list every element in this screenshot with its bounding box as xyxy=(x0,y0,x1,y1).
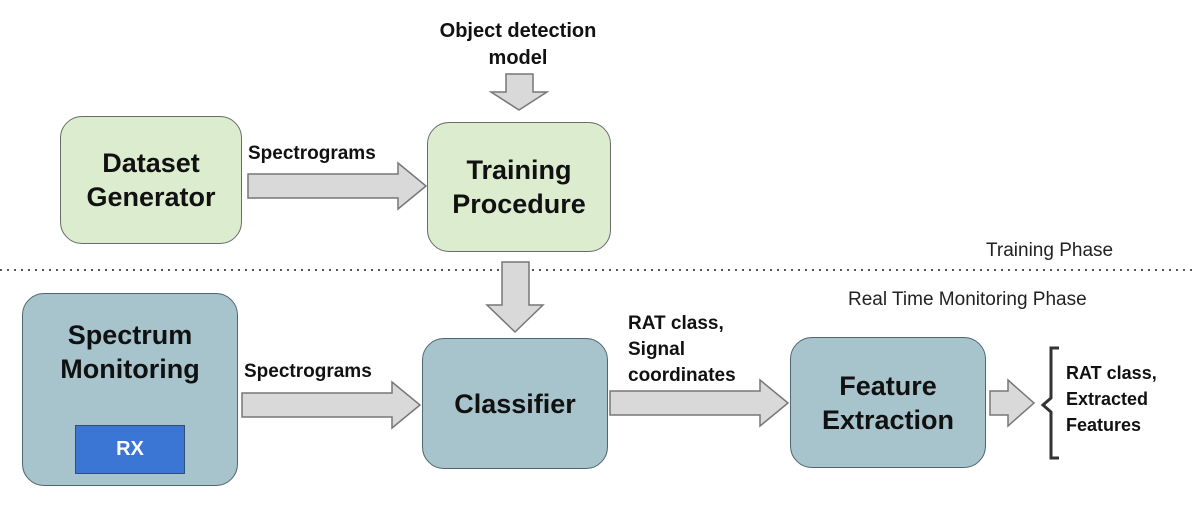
classifier-output-label: RAT class, Signal coordinates xyxy=(628,313,736,386)
feature-extraction-box: Feature Extraction xyxy=(790,337,986,468)
classifier-box: Classifier xyxy=(422,338,608,469)
arrow-classifier-to-feature xyxy=(609,378,790,428)
dataset-generator-box: Dataset Generator xyxy=(60,116,242,244)
realtime-phase-label: Real Time Monitoring Phase xyxy=(848,289,1087,310)
arrow-training-to-classifier xyxy=(485,261,545,334)
rx-box: RX xyxy=(75,425,185,474)
final-output-label: RAT class, Extracted Features xyxy=(1066,363,1157,435)
arrow-feature-to-output xyxy=(989,378,1036,428)
arrow-model-to-training xyxy=(488,73,550,111)
spectrograms-label-bottom: Spectrograms xyxy=(244,361,372,382)
spectrum-monitoring-box: Spectrum Monitoring xyxy=(22,293,238,486)
classifier-label: Classifier xyxy=(454,388,576,419)
spectrograms-label-top: Spectrograms xyxy=(248,143,376,164)
arrow-spectrum-to-classifier xyxy=(241,380,422,430)
feature-extraction-label: Feature Extraction xyxy=(821,370,955,435)
object-detection-model-label: Object detection model xyxy=(439,20,597,69)
output-bracket xyxy=(1040,346,1059,460)
training-procedure-box: Training Procedure xyxy=(427,122,611,252)
arrow-dataset-to-training xyxy=(247,161,428,211)
training-phase-label: Training Phase xyxy=(986,240,1114,261)
spectrum-monitoring-label: Spectrum Monitoring xyxy=(60,320,200,384)
rx-label: RX xyxy=(116,438,144,460)
training-procedure-label: Training Procedure xyxy=(452,155,586,219)
dataset-generator-label: Dataset Generator xyxy=(86,148,216,212)
